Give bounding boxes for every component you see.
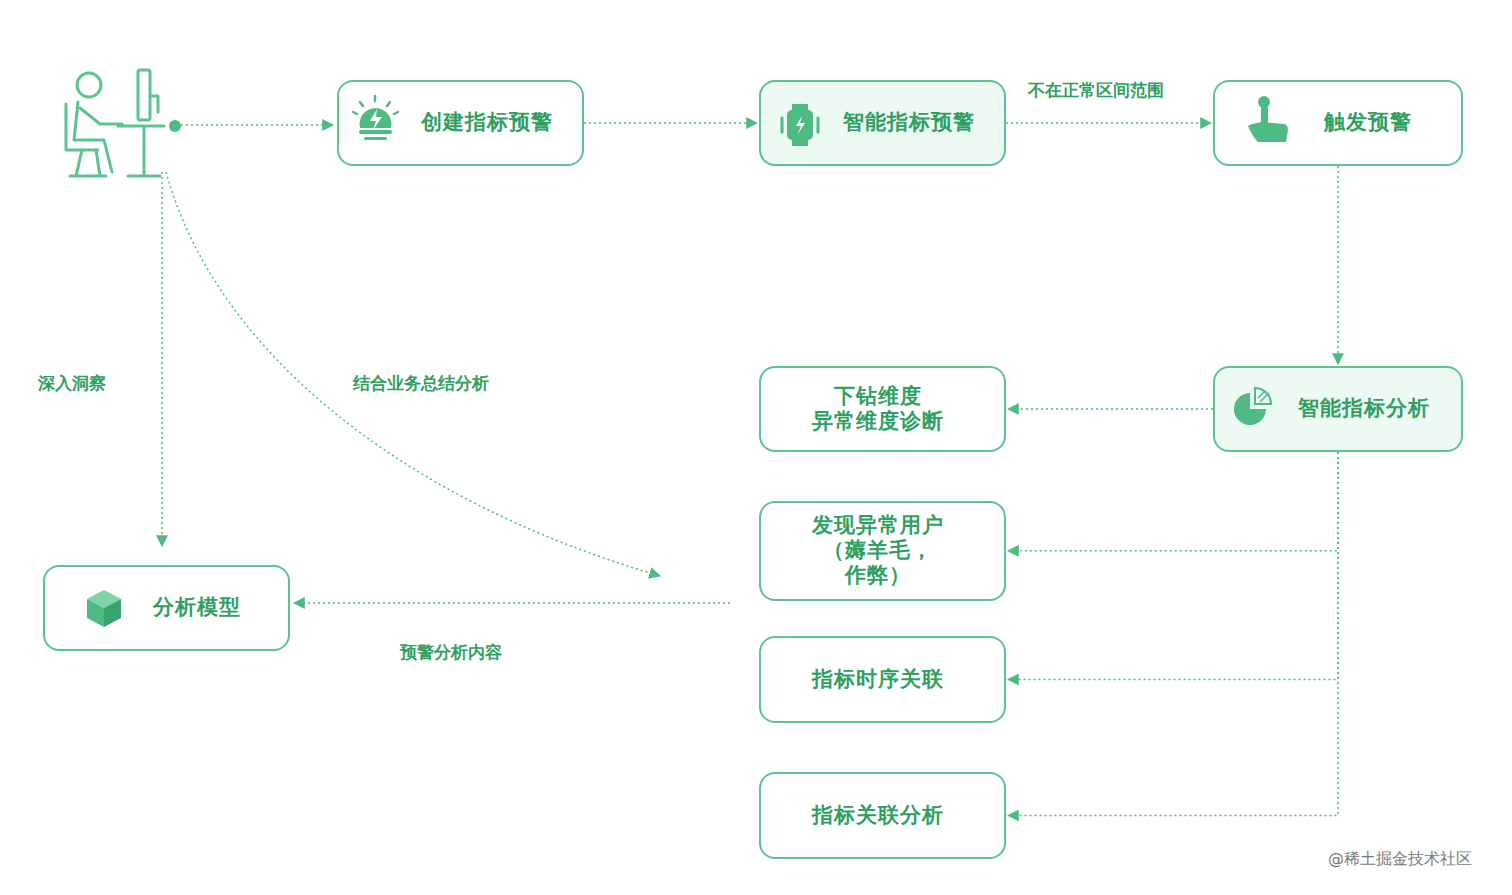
process-box: 触发预警 [1213, 80, 1463, 166]
content-line [294, 602, 730, 604]
person-at-desk-icon [66, 70, 164, 176]
box-label: 创建指标预警 [421, 110, 553, 135]
layout-leaders [162, 125, 730, 603]
dotted-connector [1008, 408, 1213, 410]
edge-label: 不在正常区间范围 [1026, 79, 1166, 102]
box-label: 触发预警 [1324, 110, 1412, 135]
pie-chart-icon [1234, 388, 1271, 425]
start-dot [169, 120, 181, 132]
box-label: 智能指标预警 [843, 110, 975, 135]
flow-label: 深入洞察 [36, 372, 108, 395]
dotted-connector [584, 122, 757, 124]
cube-icon [87, 590, 121, 627]
hand-icon [1248, 96, 1288, 142]
watermark: @稀土掘金技术社区 [1326, 849, 1474, 870]
flow-label: 结合业务总结分析 [351, 372, 491, 395]
process-box: 发现异常用户 （薅羊毛，作弊） [759, 501, 1006, 601]
box-label: 下钻维度 异常维度诊断 [793, 384, 963, 434]
dotted-connector [1006, 122, 1211, 124]
process-box: 分析模型 [43, 565, 290, 651]
process-box: 下钻维度 异常维度诊断 [759, 366, 1006, 452]
dotted-connector [1008, 452, 1338, 680]
insight-line [161, 172, 163, 546]
watch-icon [782, 104, 818, 146]
person-to-create-line [181, 124, 333, 126]
flow-label: 预警分析内容 [398, 641, 504, 664]
bulb-icon [353, 96, 398, 140]
box-label: 智能指标分析 [1298, 396, 1430, 421]
dotted-connector [1008, 452, 1338, 816]
summary-curve [166, 172, 660, 576]
process-box: 指标关联分析 [759, 772, 1006, 859]
box-label: 指标时序关联 [812, 667, 944, 692]
box-label: 指标关联分析 [812, 803, 944, 828]
process-box: 指标时序关联 [759, 636, 1006, 723]
dotted-connector [1008, 452, 1338, 551]
dotted-connector [1337, 166, 1339, 364]
box-label: 发现异常用户 （薅羊毛，作弊） [790, 513, 965, 589]
box-label: 分析模型 [153, 595, 241, 620]
